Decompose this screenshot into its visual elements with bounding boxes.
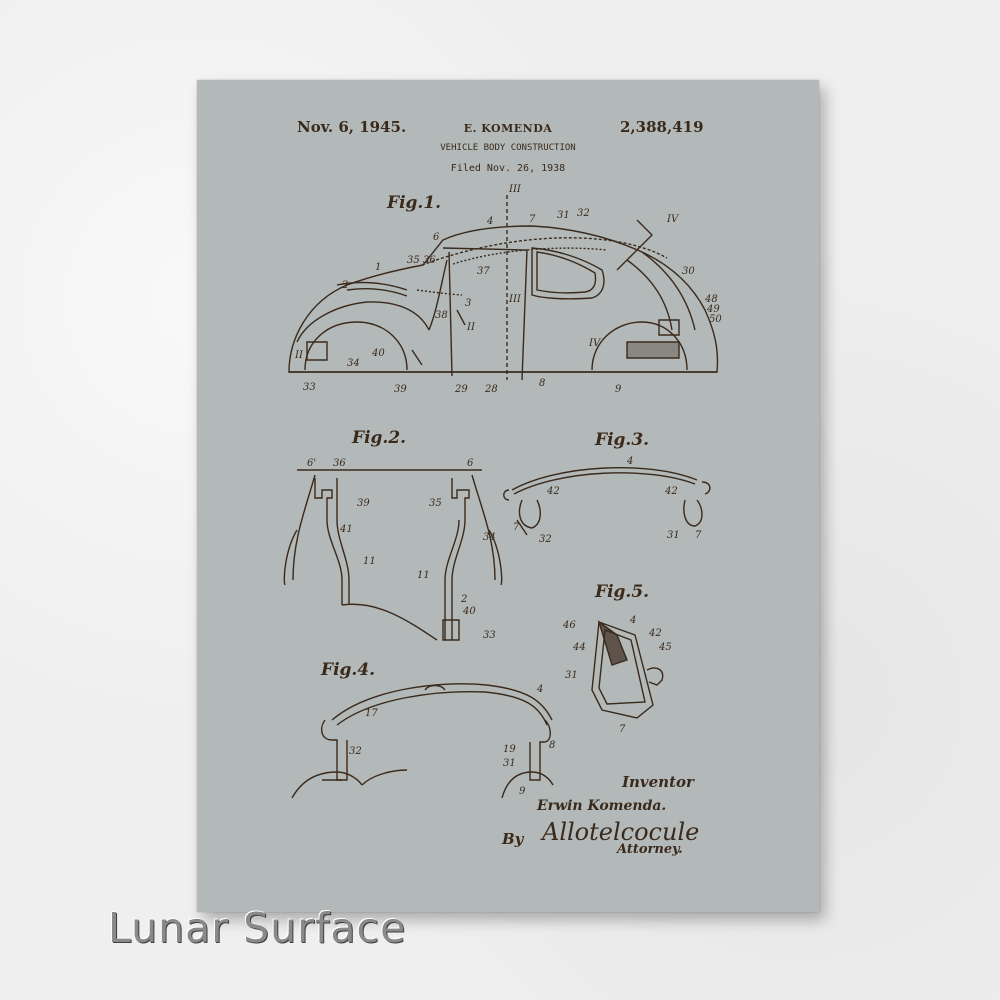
ref-numeral: 48	[704, 294, 718, 305]
ref-numeral: 28	[484, 384, 498, 395]
ref-numeral: 44	[572, 642, 586, 653]
ref-numeral: 4	[486, 216, 493, 227]
fig3-section-drawing	[503, 466, 711, 536]
ref-numeral: 7	[695, 530, 702, 541]
patent-print: Nov. 6, 1945. 2,388,419 E. KOMENDA VEHIC…	[197, 80, 819, 912]
by-label: By	[502, 830, 524, 848]
ref-numeral: 39	[357, 498, 370, 509]
ref-numeral: 45	[658, 642, 672, 653]
ref-numeral: IV	[588, 338, 602, 349]
ref-numeral: 32	[577, 208, 590, 219]
ref-numeral: 6	[467, 458, 474, 469]
ref-numeral: 2	[341, 280, 348, 291]
fig3-label: Fig.3.	[595, 430, 650, 450]
ref-numeral: 6	[433, 232, 440, 243]
ref-numeral: 2	[460, 594, 467, 605]
patent-inventor-header: E. KOMENDA	[463, 122, 553, 135]
ref-numeral: 33	[303, 382, 316, 393]
fig1-car-drawing	[288, 195, 719, 381]
ref-numeral: III	[508, 184, 522, 195]
ref-numeral: 31	[667, 530, 680, 541]
ref-numeral: 42	[648, 628, 662, 639]
ref-numeral: 31	[503, 758, 516, 769]
fig2-label: Fig.2.	[352, 428, 407, 448]
color-name-label: Lunar Surface	[108, 904, 407, 952]
ref-numeral: 34	[347, 358, 360, 369]
ref-numeral: 9	[615, 384, 622, 395]
ref-numeral: 33	[483, 630, 496, 641]
fig4-section-drawing	[291, 683, 554, 799]
ref-numeral: 38	[435, 310, 448, 321]
ref-numeral: 42	[664, 486, 678, 497]
ref-numeral: 41	[339, 524, 353, 535]
ref-numeral: 40	[462, 606, 476, 617]
inventor-signature: Erwin Komenda.	[537, 798, 667, 814]
fig5-label: Fig.5.	[595, 582, 650, 602]
ref-numeral: 35	[407, 255, 420, 266]
attorney-label: Attorney.	[617, 842, 683, 857]
patent-number: 2,388,419	[620, 118, 704, 136]
fig4-label: Fig.4.	[321, 660, 376, 680]
ref-numeral: 30	[682, 266, 695, 277]
ref-numeral: III	[508, 294, 522, 305]
ref-numeral: 8	[539, 378, 545, 389]
patent-date: Nov. 6, 1945.	[297, 118, 407, 136]
ref-numeral: 4	[629, 615, 636, 626]
ref-numeral: II	[294, 350, 304, 361]
ref-numeral: 35	[429, 498, 442, 509]
patent-drawings: III 4 7 31 32 IV 6 1 35 36 37 30 2 3 48 …	[283, 184, 722, 799]
ref-numeral: 11	[363, 556, 376, 567]
ref-numeral: 39	[394, 384, 407, 395]
ref-numeral: 9	[519, 786, 526, 797]
ref-numeral: 42	[546, 486, 560, 497]
ref-numeral: 49	[706, 304, 720, 315]
ref-numeral: 36	[333, 458, 346, 469]
ref-numeral: 8	[549, 740, 555, 751]
ref-numeral: 17	[365, 708, 378, 719]
ref-numeral: 37	[477, 266, 490, 277]
ref-numeral: 40	[371, 348, 385, 359]
fig3-reference-numerals: 4 42 42 7 32 31 7	[513, 456, 702, 545]
fig5-reference-numerals: 46 4 42 44 45 31 7	[562, 615, 672, 735]
ref-numeral: 7	[513, 522, 520, 533]
ref-numeral: 3	[465, 298, 471, 309]
patent-filed-date: Filed Nov. 26, 1938	[450, 163, 566, 174]
ref-numeral: 19	[503, 744, 516, 755]
ref-numeral: 36	[423, 255, 436, 266]
ref-numeral: II	[466, 322, 476, 333]
ref-numeral: 4	[536, 684, 543, 695]
ref-numeral: 11	[417, 570, 430, 581]
ref-numeral: 1	[375, 262, 381, 273]
ref-numeral: 4	[626, 456, 633, 467]
patent-title: VEHICLE BODY CONSTRUCTION	[440, 143, 576, 153]
ref-numeral: 31	[557, 210, 570, 221]
ref-numeral: 31	[565, 670, 578, 681]
attorney-signature: Allotelcocule	[542, 818, 700, 846]
fig1-label: Fig.1.	[387, 193, 442, 213]
fig5-section-drawing	[591, 620, 664, 719]
fig2-section-drawing	[283, 469, 503, 641]
ref-numeral: IV	[666, 214, 680, 225]
ref-numeral: 50	[709, 314, 722, 325]
ref-numeral: 29	[454, 384, 468, 395]
ref-numeral: 34	[483, 532, 496, 543]
ref-numeral: 32	[349, 746, 362, 757]
fig4-reference-numerals: 4 17 32 8 19 31 9	[349, 684, 555, 797]
ref-numeral: 7	[619, 724, 626, 735]
ref-numeral: 46	[562, 620, 576, 631]
fig2-reference-numerals: 6' 36 6 39 35 41 34 11 11 2 40 33	[307, 458, 496, 641]
ref-numeral: 6'	[307, 458, 316, 469]
inventor-label: Inventor	[622, 773, 694, 791]
ref-numeral: 32	[539, 534, 552, 545]
ref-numeral: 7	[529, 214, 536, 225]
fig1-reference-numerals: III 4 7 31 32 IV 6 1 35 36 37 30 2 3 48 …	[294, 184, 722, 395]
